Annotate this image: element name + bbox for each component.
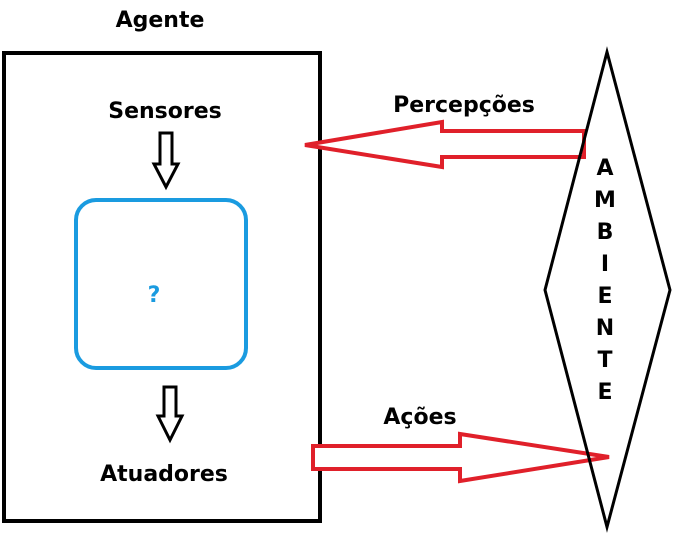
environment-letter: T [597, 348, 612, 373]
environment-letter: B [597, 220, 614, 245]
environment-letter: N [596, 316, 614, 341]
sensors-down-arrow-icon [151, 131, 181, 191]
actuators-label: Atuadores [100, 462, 228, 487]
perceptions-arrow-icon [304, 119, 586, 170]
actuators-down-arrow-icon [155, 385, 185, 444]
process-box [74, 198, 248, 370]
agent-title: Agente [116, 8, 205, 33]
actions-label: Ações [383, 405, 456, 430]
environment-letter: A [596, 156, 613, 181]
process-unknown-label: ? [148, 283, 161, 308]
environment-letter: M [594, 188, 616, 213]
actions-arrow-icon [311, 431, 610, 484]
perceptions-label: Percepções [393, 93, 535, 118]
sensors-label: Sensores [108, 99, 222, 124]
environment-letter: E [597, 284, 612, 309]
environment-letter: E [597, 380, 612, 405]
environment-diamond [543, 46, 672, 533]
agent-box [2, 51, 322, 523]
environment-letter: I [601, 252, 609, 277]
